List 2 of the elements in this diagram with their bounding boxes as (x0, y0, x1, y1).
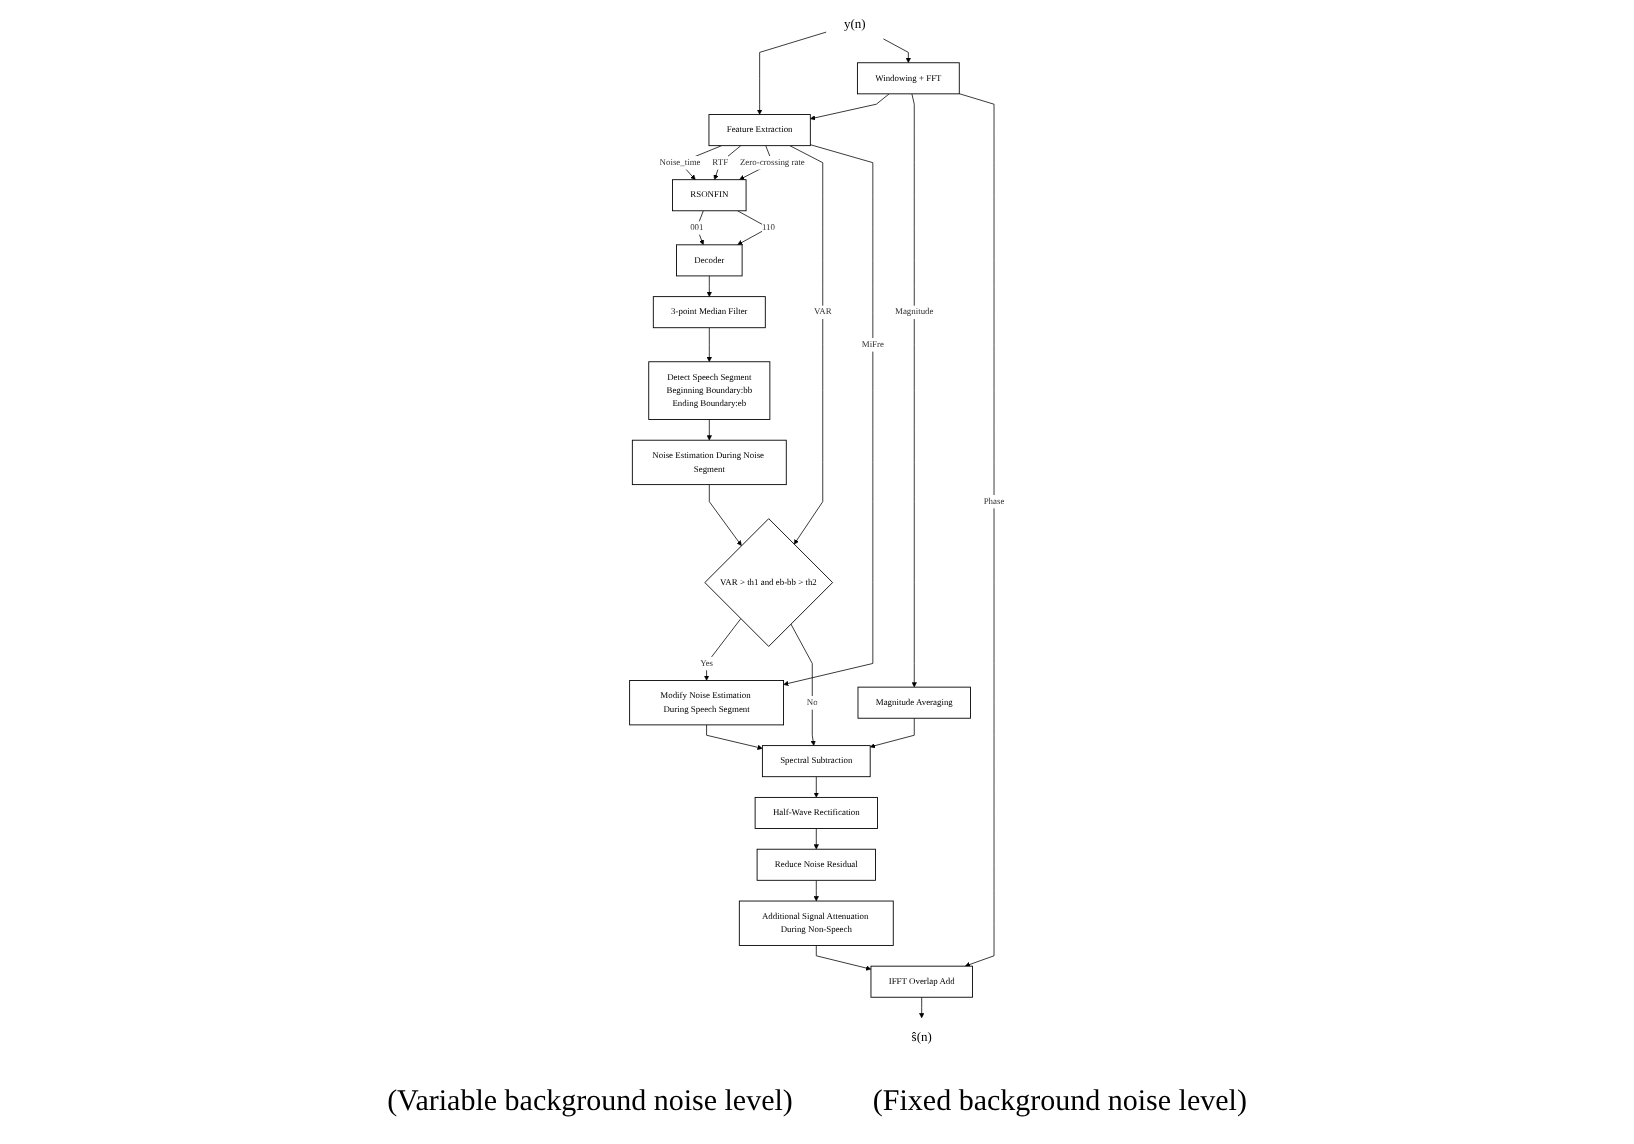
note-text: (Variable background noise level) (387, 1085, 793, 1119)
note-text: (Fixed background noise level) (872, 1085, 1247, 1119)
